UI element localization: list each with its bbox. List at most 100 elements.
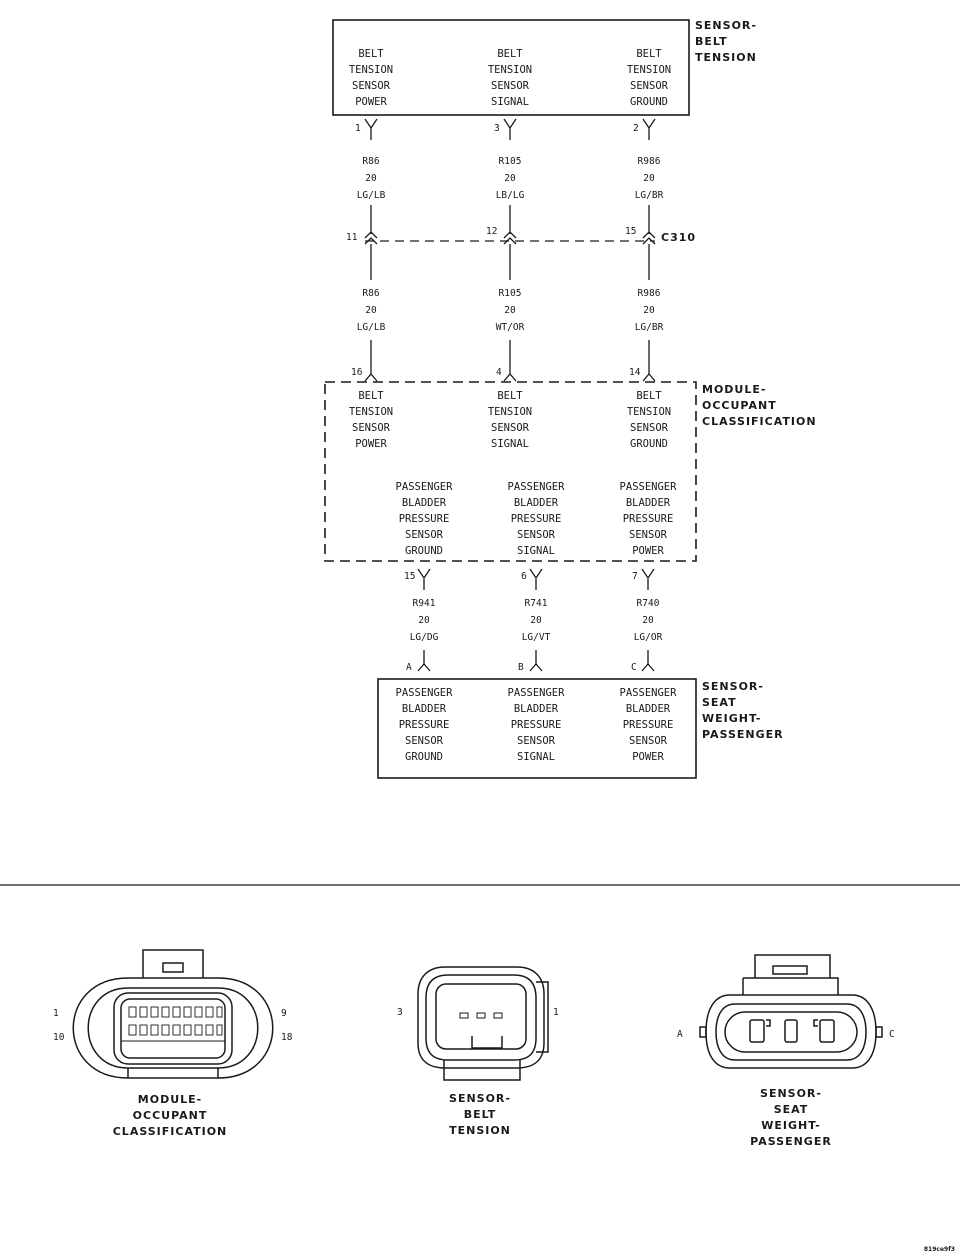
occupant-module-box	[324, 381, 697, 562]
wire-gauge-label: 20	[365, 305, 377, 316]
belt-sensor-pin-label: SENSOR	[630, 80, 669, 92]
c310-pin-number: 12	[486, 226, 497, 237]
module-connector-pin-label: 18	[281, 1032, 293, 1043]
seat-sensor-pin-label: BLADDER	[626, 703, 671, 715]
module-pin-label: SENSOR	[630, 422, 669, 434]
module-pin-number: 4	[496, 367, 502, 378]
wire-gauge-label: 20	[643, 173, 655, 184]
belt-sensor-pin-label: TENSION	[349, 64, 393, 76]
seat-weight-sensor-box	[377, 678, 697, 779]
belt-sensor-connector-face	[417, 966, 549, 1081]
wire-circuit-label: R741	[525, 598, 548, 609]
belt-connector-label-line: SENSOR-	[449, 1092, 511, 1105]
seat-connector-label-line: PASSENGER	[750, 1135, 832, 1148]
female-terminal-symbol	[641, 568, 655, 590]
module-connector-pin-label: 9	[281, 1008, 287, 1019]
seat-sensor-pin-label: PRESSURE	[511, 719, 562, 731]
module-pin-number: 14	[629, 367, 641, 378]
module-pin-label: TENSION	[488, 406, 532, 418]
female-terminal-symbol	[503, 118, 517, 140]
module-connector-face	[72, 949, 274, 1079]
seat-connector-label-line: WEIGHT-	[761, 1119, 820, 1132]
module-connector-label-line: CLASSIFICATION	[113, 1125, 228, 1138]
module-title-line: MODULE-	[702, 383, 766, 396]
module-connector-label-line: MODULE-	[138, 1093, 202, 1106]
module-pin-number: 6	[521, 571, 527, 582]
wire-color-label: LG/LB	[357, 190, 386, 201]
module-pin-label: SIGNAL	[517, 545, 555, 557]
seat-sensor-pin-label: BLADDER	[402, 703, 447, 715]
module-pin-label: TENSION	[627, 406, 671, 418]
module-pin-label: SENSOR	[491, 422, 530, 434]
wire-circuit-label: R105	[499, 288, 522, 299]
module-pin-number: 15	[404, 571, 415, 582]
seat-sensor-title-line: PASSENGER	[702, 728, 784, 741]
wire-circuit-label: R86	[362, 288, 379, 299]
belt-sensor-pin-label: SENSOR	[352, 80, 391, 92]
module-connector-label-line: OCCUPANT	[133, 1109, 208, 1122]
module-pin-label: PRESSURE	[511, 513, 562, 525]
belt-sensor-pin-label: BELT	[358, 48, 384, 60]
belt-sensor-pin-label: POWER	[355, 96, 387, 108]
wire-circuit-label: R105	[499, 156, 522, 167]
module-pin-label: BELT	[358, 390, 384, 402]
module-title-line: OCCUPANT	[702, 399, 777, 412]
seat-sensor-pin-label: SENSOR	[405, 735, 444, 747]
module-pin-label: GROUND	[405, 545, 443, 557]
seat-sensor-pin-label: SENSOR	[517, 735, 556, 747]
wire-gauge-label: 20	[504, 305, 516, 316]
c310-pin-number: 11	[346, 232, 358, 243]
module-pin-label: POWER	[632, 545, 664, 557]
module-connector-pin-label: 10	[53, 1032, 65, 1043]
module-pin-label: BELT	[497, 390, 523, 402]
belt-sensor-pin-label: BELT	[636, 48, 662, 60]
wire-color-label: LG/BR	[635, 322, 664, 333]
wire-color-label: LG/DG	[410, 632, 439, 643]
seat-sensor-pin-letter: C	[631, 662, 637, 673]
module-connector-cavities	[121, 1006, 225, 1042]
seat-sensor-pin-label: PASSENGER	[396, 687, 454, 699]
seat-sensor-title-line: SEAT	[702, 696, 737, 709]
female-terminal-symbol	[642, 118, 656, 140]
seat-sensor-title-line: WEIGHT-	[702, 712, 761, 725]
module-pin-label: SENSOR	[629, 529, 668, 541]
female-terminal-symbol	[529, 568, 543, 590]
inline-connector-symbol	[364, 231, 378, 245]
module-pin-label: PRESSURE	[399, 513, 450, 525]
male-terminal-symbol	[503, 340, 517, 382]
module-pin-label: BLADDER	[402, 497, 447, 509]
wire-gauge-label: 20	[365, 173, 377, 184]
wire-gauge-label: 20	[530, 615, 542, 626]
figure-id: 819ce9f3	[924, 1246, 955, 1253]
male-terminal-symbol	[641, 650, 655, 672]
module-pin-label: SENSOR	[517, 529, 556, 541]
belt-sensor-pin-number: 3	[494, 123, 500, 134]
module-pin-label: GROUND	[630, 438, 668, 450]
belt-connector-label-line: BELT	[464, 1108, 497, 1121]
wire-color-label: LB/LG	[496, 190, 525, 201]
wire-circuit-label: R740	[637, 598, 660, 609]
male-terminal-symbol	[642, 340, 656, 382]
belt-sensor-pin-label: TENSION	[488, 64, 532, 76]
module-pin-label: SENSOR	[352, 422, 391, 434]
wire-color-label: WT/OR	[496, 322, 525, 333]
seat-sensor-pin-label: SIGNAL	[517, 751, 555, 763]
seat-sensor-pin-label: PASSENGER	[508, 687, 566, 699]
wire-circuit-label: R941	[413, 598, 436, 609]
wire-color-label: LG/OR	[634, 632, 663, 643]
module-pin-label: POWER	[355, 438, 387, 450]
module-pin-number: 7	[632, 571, 638, 582]
seat-sensor-pin-letter: B	[518, 662, 524, 673]
seat-sensor-pin-letter: A	[406, 662, 412, 673]
module-connector-pin-label: 1	[53, 1008, 59, 1019]
module-pin-label: PRESSURE	[623, 513, 674, 525]
seat-sensor-pin-label: BLADDER	[514, 703, 559, 715]
seat-sensor-connector-face	[699, 954, 883, 1069]
wire-gauge-label: 20	[418, 615, 430, 626]
wire-color-label: LG/LB	[357, 322, 386, 333]
wire-gauge-label: 20	[643, 305, 655, 316]
module-pin-number: 16	[351, 367, 363, 378]
seat-sensor-title-line: SENSOR-	[702, 680, 764, 693]
